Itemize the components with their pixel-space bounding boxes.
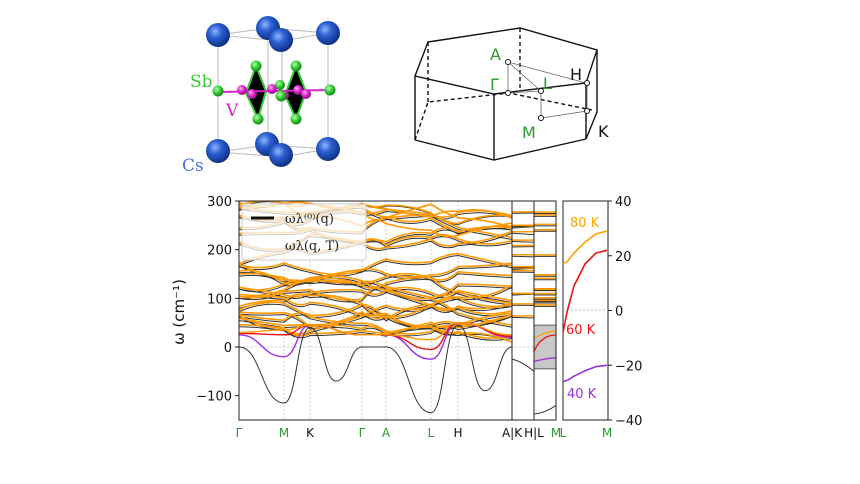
- right-y-tick-label: 0: [615, 305, 623, 320]
- band-line: [512, 232, 534, 236]
- panel-frames: [238, 200, 557, 421]
- y-tick-label: 200: [207, 244, 232, 259]
- crystal-structure: Sb V Cs: [182, 16, 340, 176]
- band-line: [512, 316, 534, 319]
- band-line: [239, 254, 512, 277]
- x-tick-label: A|K: [502, 426, 523, 440]
- band-line: [239, 201, 512, 220]
- x-tick-label: Γ: [236, 426, 243, 440]
- band-lines-lm: [534, 211, 556, 415]
- x-tick-label: A: [382, 426, 391, 440]
- soft-mode-kh: [512, 358, 534, 372]
- bz-label-a: A: [490, 45, 501, 64]
- cs-label: Cs: [182, 156, 204, 176]
- zoom-curve-40k: [562, 364, 608, 383]
- x-tick-label: L: [428, 426, 435, 440]
- x-tick-label: M: [279, 426, 289, 440]
- bz-label-k: K: [598, 122, 609, 141]
- x-tick-label: M: [551, 426, 561, 440]
- band-lines-kh: [512, 211, 534, 372]
- right-y-tick-label: −20: [615, 359, 642, 374]
- band-line: [239, 311, 512, 343]
- zoom-curves: [562, 230, 608, 383]
- band-line: [239, 313, 512, 343]
- annotation-60k: 60 K: [566, 323, 596, 338]
- y-tick-label: −100: [196, 390, 232, 405]
- y-tick-label: 300: [207, 195, 232, 210]
- zoom-curve-60k: [562, 249, 608, 333]
- right-y-tick-label: 40: [615, 195, 632, 210]
- bz-label-h: H: [570, 65, 582, 84]
- band-line: [512, 255, 534, 258]
- band-line: [239, 264, 512, 284]
- legend: ωλ⁽⁰⁾(q) ωλ(q, T): [241, 203, 367, 261]
- soft-mode-bare: [239, 324, 512, 414]
- inset-curve: [534, 330, 556, 339]
- band-line: [239, 284, 512, 322]
- y-tick-label: 100: [207, 292, 232, 307]
- x-tick-label: H: [453, 426, 462, 440]
- band-line: [239, 301, 512, 335]
- annotation-40k: 40 K: [567, 387, 597, 402]
- bz-label-gamma: Γ: [490, 75, 499, 94]
- low-mode-curve: [239, 321, 512, 341]
- sb-label: Sb: [190, 72, 213, 92]
- inset-curve: [534, 334, 556, 352]
- x-tick-label: Γ: [359, 426, 366, 440]
- band-line: [239, 286, 512, 312]
- band-line: [239, 269, 512, 286]
- right-x-tick-label: M: [602, 426, 612, 440]
- x-tick-label: H|L: [524, 426, 544, 440]
- zoom-curve-80k: [562, 230, 608, 265]
- band-line: [239, 278, 512, 306]
- cs-atoms: [206, 16, 340, 167]
- y-tick-label: 0: [224, 341, 232, 356]
- v-label: V: [225, 101, 239, 121]
- band-line: [239, 276, 512, 304]
- y-axis-label: ω (cm⁻¹): [170, 279, 188, 345]
- bz-points: [505, 59, 590, 121]
- right-y-axis-ticks: 40 20 0 −20 −40: [608, 195, 642, 429]
- band-line: [239, 252, 512, 276]
- band-line: [239, 288, 512, 313]
- soft-mode-lm: [534, 404, 556, 415]
- y-axis-ticks: 300 200 100 0 −100: [196, 195, 239, 405]
- sb-atoms: [212, 60, 336, 125]
- legend-temperature-label: ωλ(q, T): [285, 239, 339, 254]
- annotation-80k: 80 K: [570, 216, 600, 231]
- bz-label-l: L: [543, 74, 552, 93]
- right-x-tick-label: L: [560, 426, 567, 440]
- band-line: [512, 241, 534, 243]
- legend-bare-label: ωλ⁽⁰⁾(q): [285, 212, 334, 227]
- bz-edges: [414, 27, 598, 161]
- brillouin-zone: A Γ L H M K: [414, 27, 609, 161]
- x-tick-label: K: [306, 426, 315, 440]
- band-line: [239, 310, 512, 340]
- inset-curve: [534, 357, 556, 362]
- bz-label-m: M: [522, 123, 536, 142]
- band-line: [239, 262, 512, 282]
- right-y-tick-label: −40: [615, 414, 642, 429]
- band-line: [239, 263, 512, 326]
- right-y-tick-label: 20: [615, 250, 632, 265]
